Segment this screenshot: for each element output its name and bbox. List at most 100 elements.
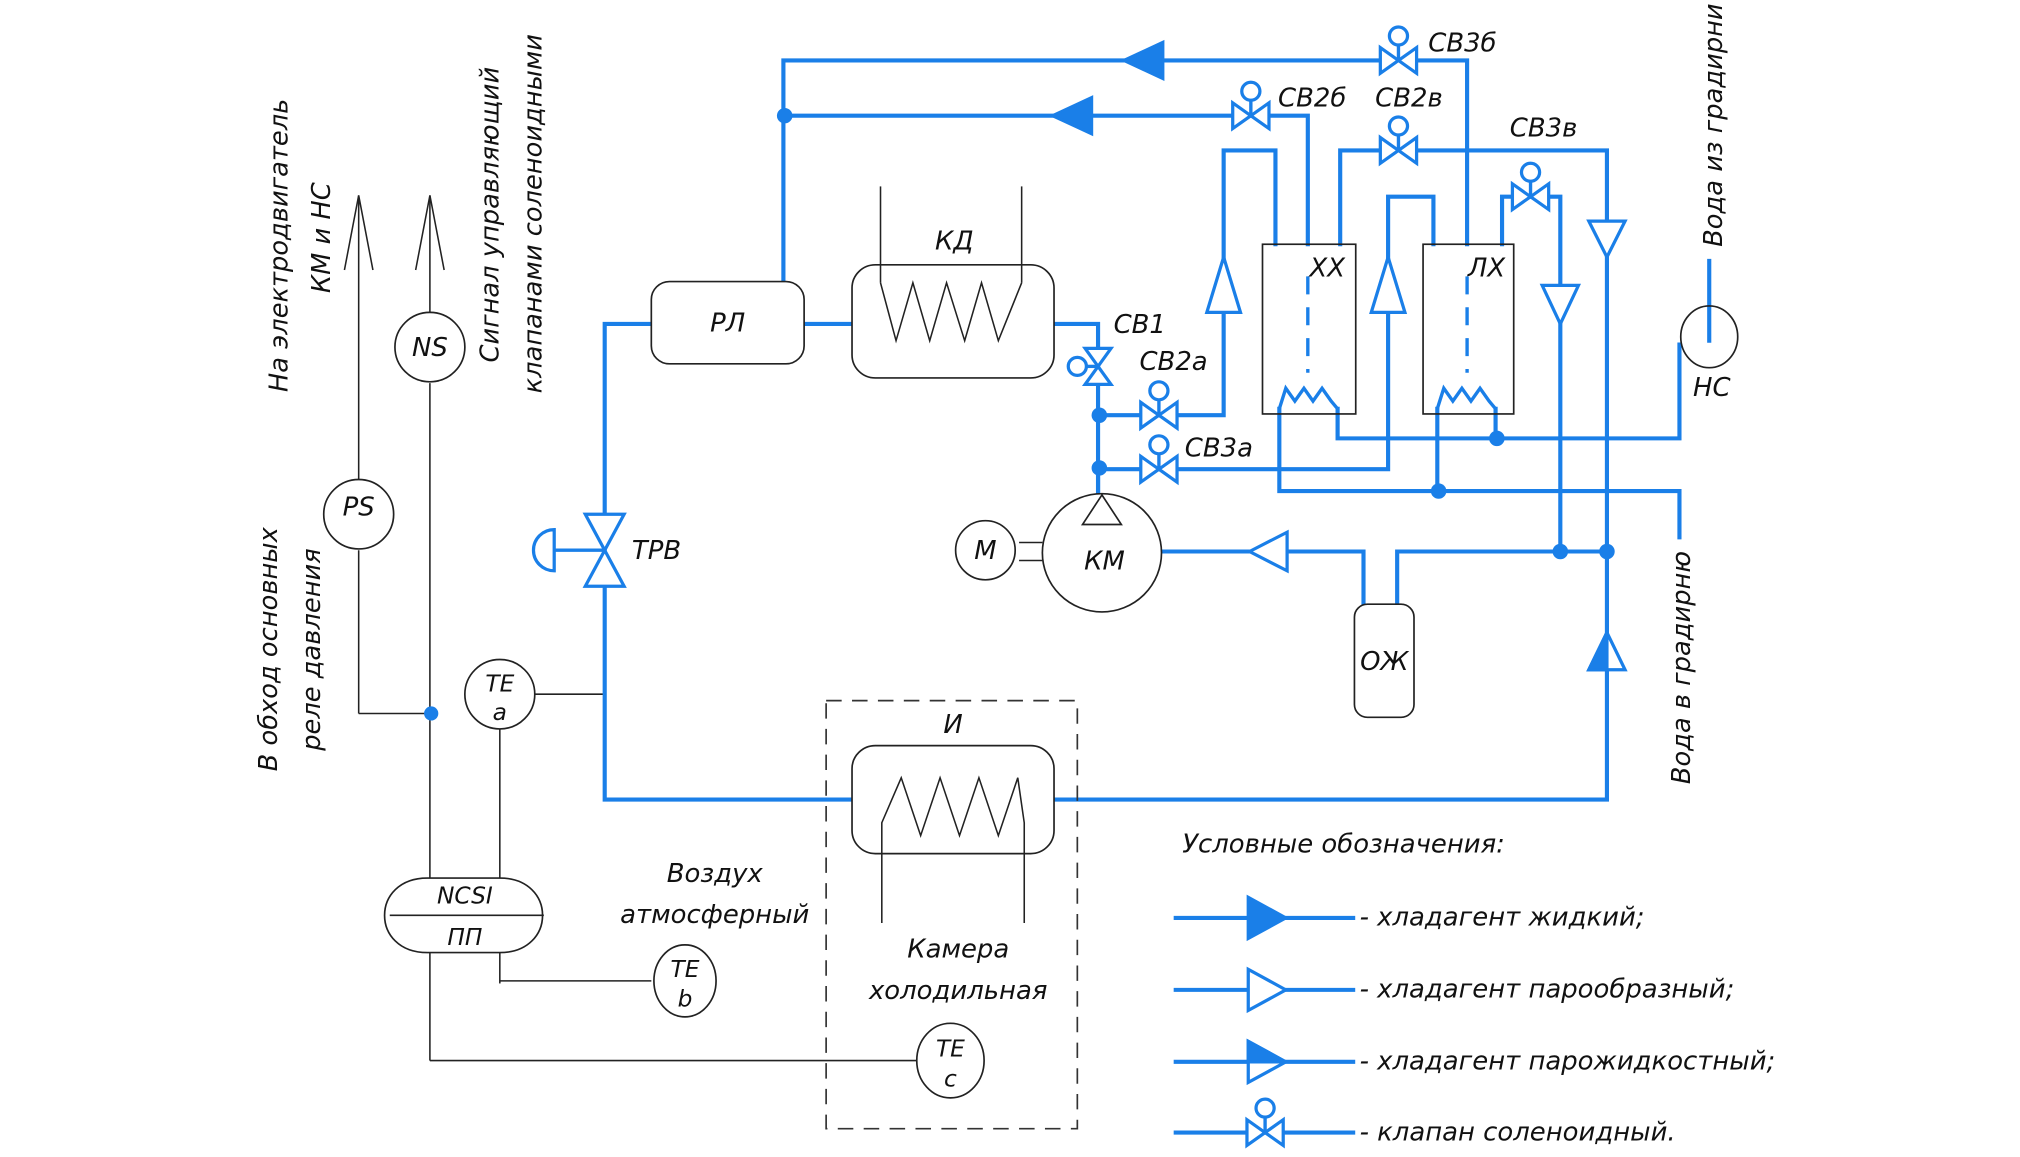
instrument-ps: PS xyxy=(322,478,395,550)
pipe-sv3a-branch xyxy=(1095,194,1436,472)
pipe-coil-supply xyxy=(1277,406,1682,540)
junction-dot xyxy=(1489,430,1505,447)
valve-sv3b-icon[interactable] xyxy=(1378,25,1419,77)
instrument-ns: NS xyxy=(394,311,466,383)
oj-label: ОЖ xyxy=(1360,647,1409,677)
motor-label: М xyxy=(974,536,996,566)
instrument-te-c: TE c xyxy=(915,1022,985,1099)
liquid-flow-arrow-icon xyxy=(1120,39,1165,81)
te-c-bottom: c xyxy=(944,1065,957,1092)
bypass-label-1: В обход основных xyxy=(254,526,284,771)
legend-title: Условные обозначения: xyxy=(1182,829,1505,859)
pipe-upper-return xyxy=(781,113,1310,247)
arrow-up-icon xyxy=(343,195,374,271)
mixed-flow-arrow-fill xyxy=(1586,631,1609,672)
pipe-sv2v xyxy=(1338,148,1610,553)
arrow-up-icon xyxy=(414,195,445,271)
lx-label: ЛХ xyxy=(1467,253,1507,283)
condenser-label: КД xyxy=(935,226,974,256)
junction-dot xyxy=(424,706,439,721)
receiver-label: РЛ xyxy=(710,309,745,339)
sv3a-label: СВ3а xyxy=(1185,433,1253,463)
junction-dot xyxy=(776,107,793,124)
te-c-top: TE xyxy=(936,1036,965,1063)
flow-arrows xyxy=(1048,39,1628,672)
legend-label: - хладагент парообразный; xyxy=(1360,975,1735,1005)
sv3v-label: СВ3в xyxy=(1510,113,1578,143)
ns-label: NS xyxy=(412,333,448,363)
receiver-rl[interactable]: РЛ xyxy=(650,280,805,365)
valve-sv1-icon[interactable] xyxy=(1066,346,1115,386)
control-wiring xyxy=(343,195,917,1062)
te-a-bottom: a xyxy=(493,699,507,726)
compressor-arrow-icon xyxy=(1080,493,1123,526)
condenser-kd[interactable]: КД xyxy=(851,186,1055,379)
water-from-label: Вода из градирни xyxy=(1699,3,1729,246)
vapor-flow-arrow-icon xyxy=(1539,283,1581,328)
pipe-sv2a-branch xyxy=(1095,148,1278,418)
valve-sv3a-icon[interactable] xyxy=(1139,434,1179,486)
pipe-coil-return xyxy=(1335,342,1682,441)
pipe-suction xyxy=(1159,549,1366,607)
valve-sv2b-icon[interactable] xyxy=(1231,80,1271,132)
pipe-top-return xyxy=(781,58,1470,285)
vapor-flow-arrow-icon xyxy=(1586,219,1628,261)
compressor-km[interactable]: КМ xyxy=(1019,492,1163,613)
ps-label: PS xyxy=(343,493,375,523)
bypass-label-2: реле давления xyxy=(297,548,327,751)
air-label-1: Воздух xyxy=(667,859,764,889)
legend-label: - клапан соленоидный. xyxy=(1360,1117,1676,1147)
valve-sv2v-icon[interactable] xyxy=(1378,115,1419,167)
chamber-label-2: холодильная xyxy=(868,976,1047,1006)
air-label-2: атмосферный xyxy=(620,900,809,930)
half-triangle-fill xyxy=(1246,1038,1287,1064)
pump-label: НС xyxy=(1693,373,1731,403)
compressor-label: КМ xyxy=(1084,547,1125,577)
pipes xyxy=(602,58,1712,802)
legend-label: - хладагент жидкий; xyxy=(1360,903,1645,933)
junction-dot xyxy=(1552,543,1569,560)
solenoid-valves xyxy=(1066,25,1551,486)
sv2b-label: СВ2б xyxy=(1278,84,1346,114)
legend-item-solenoid: - клапан соленоидный. xyxy=(1173,1097,1676,1149)
controller-ncsi: NCSI ПП xyxy=(383,877,544,954)
vapor-flow-arrow-icon xyxy=(1204,251,1243,314)
motor-m[interactable]: М xyxy=(954,519,1017,581)
legend-item-vapor: - хладагент парообразный; xyxy=(1173,966,1735,1014)
chamber-label-1: Камера xyxy=(907,935,1009,965)
separator-oj[interactable]: ОЖ xyxy=(1353,603,1415,719)
trv-label: ТРВ xyxy=(632,536,681,566)
te-b-top: TE xyxy=(671,956,700,983)
junction-dot xyxy=(1091,407,1108,423)
instrument-te-a: TE a xyxy=(464,658,536,730)
pipe-sv3v xyxy=(1499,194,1563,553)
pp-label: ПП xyxy=(447,924,482,951)
junction-dot xyxy=(1430,483,1447,499)
motor-label-2: КМ и НС xyxy=(307,182,337,293)
cold-chamber-boundary xyxy=(825,699,1079,1130)
instrument-te-b: TE b xyxy=(653,944,717,1018)
sv1-label: СВ1 xyxy=(1114,310,1166,340)
pump-ns[interactable]: НС xyxy=(1679,305,1739,403)
evaporator-i[interactable]: И xyxy=(851,710,1055,924)
sv2v-label: СВ2в xyxy=(1375,84,1443,114)
signal-label-2: клапанами соленоидными xyxy=(518,34,548,393)
expansion-valve-trv[interactable]: ТРВ xyxy=(531,512,681,588)
accumulator-lx[interactable]: ЛХ xyxy=(1422,243,1515,415)
legend-item-liquid: - хладагент жидкий; xyxy=(1173,894,1645,942)
xx-label: ХХ xyxy=(1307,253,1346,283)
ncsi-label: NCSI xyxy=(437,883,493,910)
accumulator-xx[interactable]: ХХ xyxy=(1261,243,1357,415)
valve-sv3v-icon[interactable] xyxy=(1510,161,1551,213)
vapor-flow-arrow-icon xyxy=(1369,251,1408,314)
solenoid-valve-icon xyxy=(1245,1097,1285,1149)
legend: Условные обозначения: - хладагент жидкий… xyxy=(1173,829,1775,1149)
sv2a-label: СВ2а xyxy=(1139,347,1207,377)
valve-labels: СВ3б СВ2б СВ2в СВ3в СВ1 СВ2а СВ3а xyxy=(1114,29,1578,464)
valve-sv2a-icon[interactable] xyxy=(1139,380,1179,432)
side-labels: На электродвигатель КМ и НС Сигнал управ… xyxy=(254,3,1729,784)
legend-item-mixed: - хладагент парожидкостный; xyxy=(1173,1038,1775,1086)
open-triangle-icon xyxy=(1246,966,1290,1014)
pipe-discharge xyxy=(1051,321,1101,497)
